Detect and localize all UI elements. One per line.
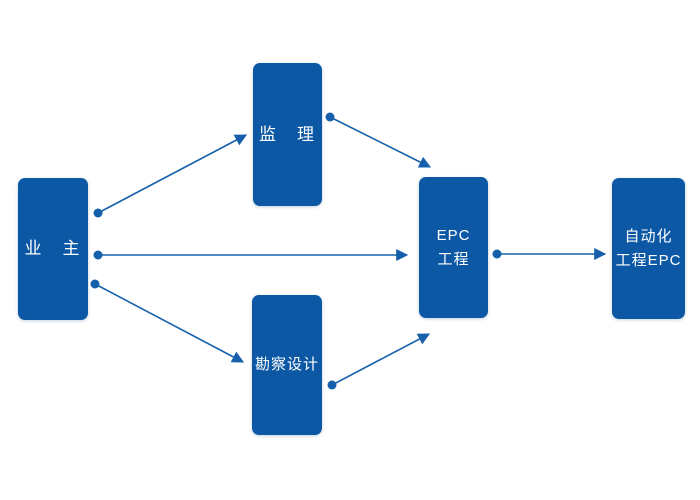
edge-supervision-epc [325,112,432,168]
edge-survey-epc-dot [327,380,337,390]
edge-supervision-epc-dot [325,112,335,122]
edge-owner-survey-dot [90,279,100,289]
node-owner-label: 业 主 [24,239,82,258]
node-survey[interactable]: 勘察设计 [252,295,322,435]
edge-owner-epc [93,249,409,261]
node-epc-label: EPC 工程 [436,226,471,268]
edge-owner-supervision [93,134,248,218]
edge-owner-survey [90,279,245,363]
node-epc[interactable]: EPC 工程 [419,177,488,318]
node-automation-label: 自动化 工程EPC [615,227,682,269]
edge-epc-automation-dot [492,249,502,259]
edge-owner-survey-line [94,283,245,363]
edge-owner-epc-dot [93,250,103,260]
edge-owner-supervision-dot [93,208,103,218]
node-supervision[interactable]: 监 理 [253,63,322,206]
node-supervision-label: 监 理 [259,124,316,144]
edge-epc-automation [492,248,607,260]
edge-supervision-epc-line [329,116,432,168]
edge-survey-epc-line [331,333,431,386]
node-owner[interactable]: 业 主 [18,178,88,320]
edge-survey-epc [327,333,431,390]
node-survey-label: 勘察设计 [254,356,319,373]
edge-owner-supervision-line [97,134,248,214]
node-automation[interactable]: 自动化 工程EPC [612,178,685,319]
